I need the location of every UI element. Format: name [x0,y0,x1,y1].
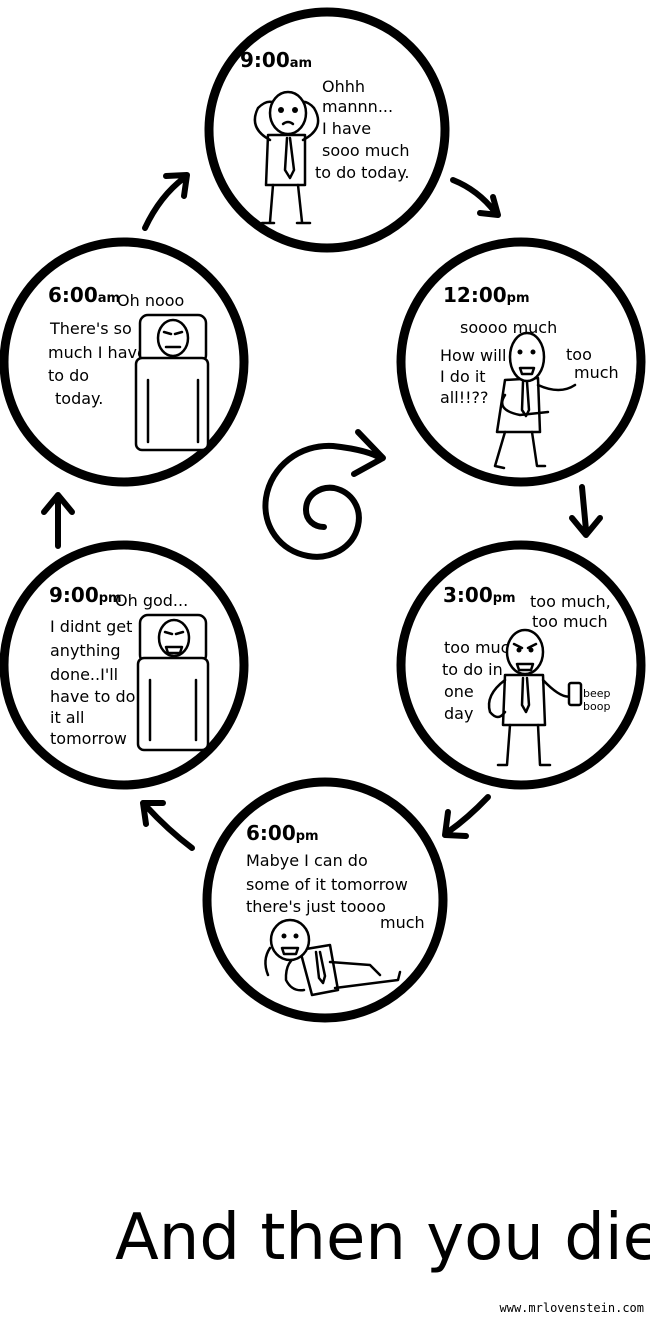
arrow-1200pm-to-300pm [569,484,603,538]
panel-6pm: 6:00pm Mabye I can do some of it tomorro… [202,777,448,1023]
man-in-bed-figure [136,613,210,752]
arrow-900pm-to-600am [41,492,75,549]
panel-9pm-speech: I didnt get anything done..I'll have to … [50,617,141,748]
lying-man-figure [264,918,402,997]
arrow-600am-to-900am [142,172,190,231]
panel-12pm-time: 12:00pm [443,283,530,307]
phone-sound: beep boop [583,687,614,713]
caption-title: And then you die. [115,1201,650,1275]
panel-12pm-speech: soooo much How will I do it all!!?? too … [440,318,619,407]
panel-9pm: 9:00pm Oh god... I didnt get anything do… [0,540,249,790]
panel-6pm-time: 6:00pm [246,821,319,845]
panel-9am-speech: Ohhh mannn... I have sooo much to do tod… [315,77,415,182]
panel-9am: 9:00am Ohhh mannn... I have sooo much to… [204,7,450,253]
panel-6am-speech: There's so much I have to do today. [48,319,152,408]
spiral-icon [262,429,386,560]
panel-6am: 6:00am Oh nooo There's so much I have to… [0,237,249,487]
angry-man-with-phone-figure [487,628,583,767]
panel-9pm-exclaim: Oh god... [115,591,188,610]
panel-3pm: 3:00pm too much, too much too much to do… [396,540,646,790]
cycle-arrows [41,172,603,851]
panicking-man-figure [493,331,577,470]
arrow-300pm-to-600pm [442,794,491,839]
man-in-bed-figure [134,313,210,452]
panel-9am-time: 9:00am [240,48,312,72]
phone-icon [567,681,583,707]
panel-12pm: 12:00pm soooo much How will I do it all!… [396,237,646,487]
panel-3pm-speech: too much, too much too much to do in one… [442,592,616,723]
panel-6am-time: 6:00am [48,283,120,307]
panel-6am-exclaim: Oh nooo [117,291,184,310]
credit-link[interactable]: www.mrlovenstein.com [499,1301,645,1315]
panel-3pm-time: 3:00pm [443,583,516,607]
panel-6pm-speech: Mabye I can do some of it tomorrow there… [246,851,425,932]
stressed-man-figure [253,90,320,225]
panel-9pm-time: 9:00pm [49,583,122,607]
arrow-900am-to-1200pm [450,177,501,218]
arrow-600pm-to-900pm [140,800,195,851]
